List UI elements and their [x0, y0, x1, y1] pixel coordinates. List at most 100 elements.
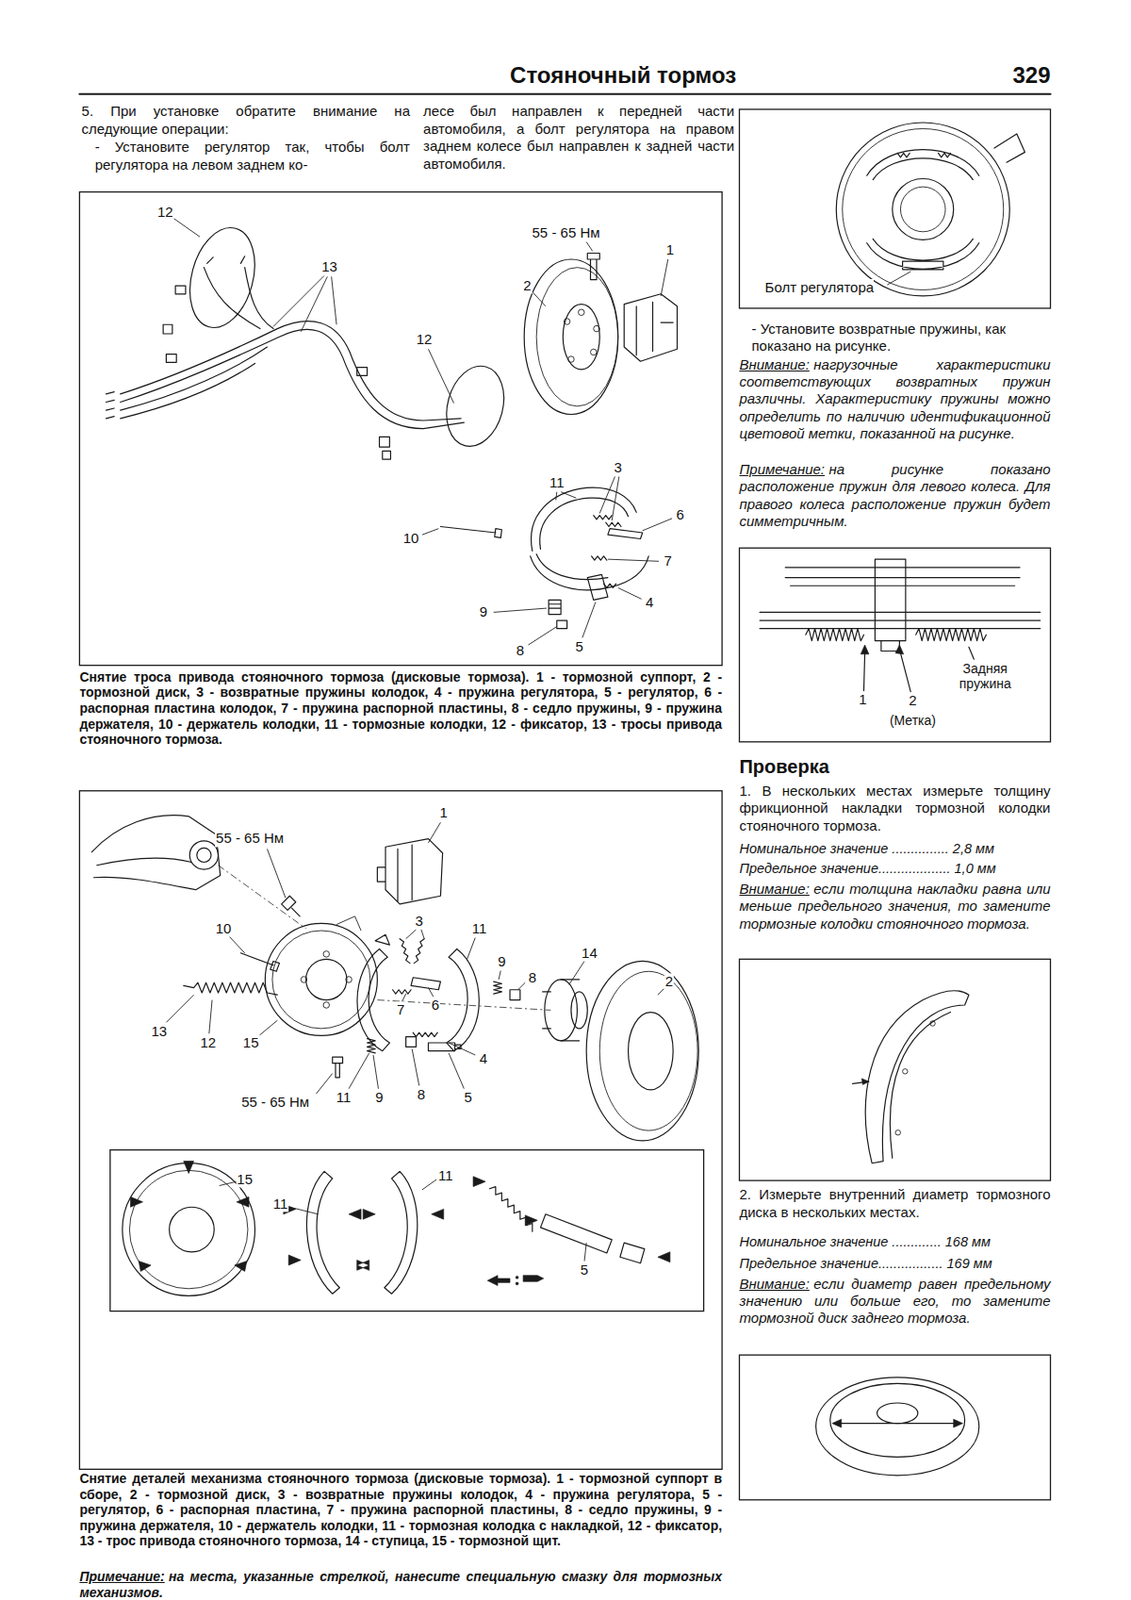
parking-brake-cable: [106, 267, 465, 429]
brake-disc: [536, 267, 619, 407]
text-run: 5: [463, 1089, 472, 1106]
shoe-hold-pin: [440, 526, 502, 539]
callout-number: 5: [462, 1089, 473, 1106]
text-run: 7: [396, 1001, 405, 1018]
text-run: 9: [375, 1089, 383, 1106]
callout-number: 7: [663, 553, 673, 570]
text-run: 2: [908, 692, 917, 709]
text-run: - Установите возвратные пружины, как пок…: [751, 320, 1006, 354]
brake-disc-hub: [877, 1402, 918, 1424]
text-run: 12: [157, 203, 174, 220]
text-run: 8: [417, 1085, 426, 1102]
section-heading: Проверка: [738, 755, 1050, 777]
callout-number: 5: [573, 638, 584, 655]
brake-shoe: [867, 133, 1026, 270]
retainer-plate: [438, 359, 513, 453]
text-run: Снятие троса привода стояночного тормоза…: [79, 669, 722, 747]
callout-number: 15: [242, 1033, 261, 1050]
figure-frame: [738, 547, 1050, 742]
torque-value: 55 - 65 Нм: [214, 830, 285, 847]
text-run: 1: [858, 691, 867, 708]
brake-caliper: [623, 294, 677, 361]
figure-inset-frame: [110, 1149, 705, 1312]
brake-shoe: [530, 487, 650, 591]
text-run: 2. Измерьте внутренний диаметр тормозног…: [738, 1185, 1050, 1219]
callout-number: 1: [439, 804, 449, 821]
text-run: 1: [666, 241, 674, 258]
hub: [900, 186, 946, 232]
figure-frame: [79, 790, 722, 1470]
text-run: Проверка: [738, 755, 829, 777]
parking-brake-cable: [183, 982, 279, 995]
text-run: 7: [664, 553, 673, 570]
part-label: Задняя пружина: [948, 660, 1022, 691]
callout-number: 12: [415, 331, 434, 348]
backing-plate: [122, 1163, 256, 1296]
callout-number: 2: [664, 972, 674, 989]
callout-number: 11: [437, 1166, 455, 1183]
text-run: на места, указанные стрелкой, нанесите с…: [79, 1568, 722, 1599]
text-run: 12: [199, 1033, 216, 1050]
part-label: Болт регулятора: [765, 278, 875, 296]
text-run: 8: [528, 968, 537, 985]
callout-number: 8: [416, 1085, 427, 1102]
brake-disc: [586, 960, 699, 1140]
note-keyword: Примечание:: [738, 460, 825, 477]
leader-line: [165, 821, 664, 1094]
arrowhead: [860, 644, 903, 655]
text-run: 13: [150, 1022, 167, 1039]
text-run: 11: [472, 919, 488, 936]
text-run: 329: [1012, 62, 1050, 88]
callout-number: 11: [335, 1089, 353, 1106]
grease-arrow: [131, 1161, 671, 1272]
text-run: Болт регулятора: [765, 278, 875, 296]
header-rule: [79, 93, 1050, 96]
callout-number: 3: [613, 458, 623, 476]
text-run: 55 - 65 Нм: [532, 224, 601, 241]
pointer-line: [864, 646, 975, 692]
bolt-symbol: [281, 895, 300, 917]
hub: [892, 179, 954, 241]
text-run: лесе был направлен к передней части авто…: [423, 102, 735, 171]
text-run: 10: [215, 919, 232, 936]
text-run: Предельное значение................. 169…: [738, 1255, 992, 1271]
arrowhead: [861, 1078, 869, 1084]
callout-number: 7: [395, 1001, 406, 1018]
spring-symbol: [805, 628, 987, 641]
shoe-hold-pin: [240, 952, 279, 971]
torque-value: 55 - 65 Нм: [531, 224, 602, 241]
text-run: 6: [431, 996, 440, 1013]
callout-number: 4: [478, 1050, 489, 1067]
text-run: Номинальное значение ............... 2,8…: [738, 840, 994, 856]
text-run: 5: [574, 638, 583, 655]
text-run: 8: [516, 642, 525, 659]
body-text: Внимание:нагрузочные характеристики соот…: [738, 356, 1050, 443]
brake-shoe: [306, 1170, 417, 1294]
text-run: 5: [580, 1262, 589, 1279]
plate: [759, 567, 1041, 629]
figure-frame: [738, 109, 1050, 309]
text-run: 11: [336, 1089, 352, 1106]
callout-number: 5: [579, 1262, 590, 1279]
mark-label: (Метка): [888, 712, 937, 728]
callout-number: 12: [156, 203, 175, 220]
body-text: лесе был направлен к передней части авто…: [423, 102, 735, 173]
body-text: Внимание:если толщина накладки равна или…: [738, 880, 1050, 933]
backing-plate-holes: [300, 916, 361, 1008]
figure-caption: Снятие троса привода стояночного тормоза…: [79, 669, 722, 748]
spring-symbol: [591, 515, 622, 589]
callout-number: 11: [471, 919, 489, 936]
brake-caliper: [377, 838, 443, 904]
spec-value: Номинальное значение ............. 168 м…: [738, 1232, 1050, 1250]
body-text: Примечание:на рисунке показано расположе…: [738, 460, 1050, 531]
text-run: 14: [581, 944, 598, 961]
retainer-plate: [180, 220, 266, 335]
callout-number: 8: [527, 968, 538, 985]
callout-number: 11: [548, 474, 566, 491]
figure-caption: Снятие деталей механизма стояночного тор…: [79, 1470, 722, 1548]
text-run: Предельное значение................... 1…: [738, 860, 996, 876]
brake-shoe: [865, 990, 969, 1164]
callout-number: 9: [496, 953, 507, 970]
callout-number: 1: [665, 241, 675, 258]
